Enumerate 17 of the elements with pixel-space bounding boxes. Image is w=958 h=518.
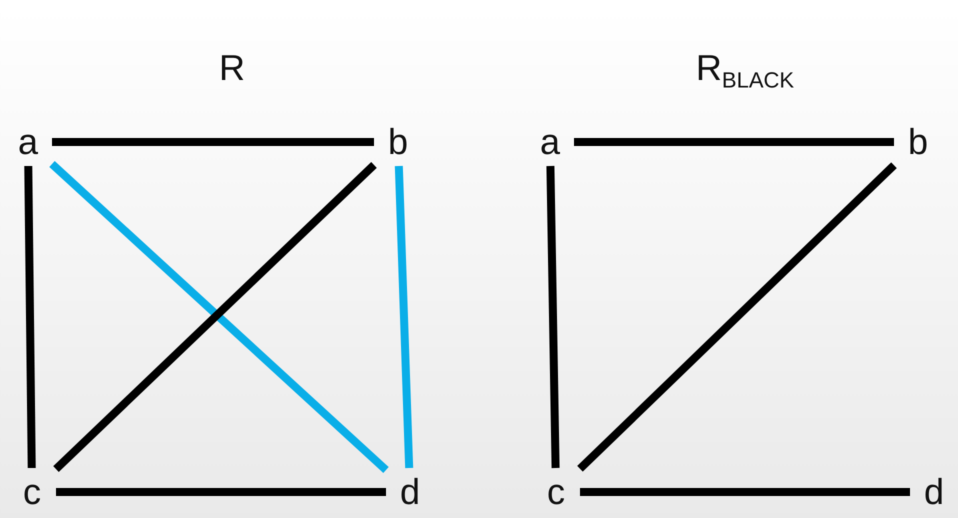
- graph-title: R$_{BLACK}$: [696, 50, 794, 92]
- vertex-label: b: [374, 118, 422, 166]
- vertex-label: d: [910, 468, 958, 516]
- vertex-label: c: [532, 468, 580, 516]
- graph-edge: [574, 138, 894, 146]
- vertex-label: a: [4, 118, 52, 166]
- graph-edge: [394, 166, 414, 468]
- vertex-label: b: [894, 118, 942, 166]
- graph-edge: [580, 488, 910, 496]
- vertex-label: c: [8, 468, 56, 516]
- graph-edge: [546, 166, 560, 468]
- graph-edge: [24, 166, 36, 468]
- graph-edge: [52, 138, 374, 146]
- graph-title: R: [219, 50, 245, 86]
- vertex-label: d: [386, 468, 434, 516]
- vertex-label: a: [526, 118, 574, 166]
- graph-edge: [56, 488, 386, 496]
